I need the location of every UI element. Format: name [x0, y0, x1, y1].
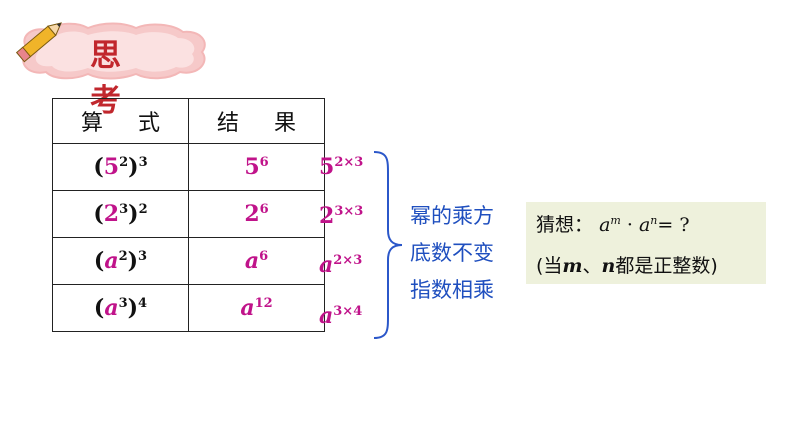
result-cell: a12 [188, 284, 325, 332]
expression-cell: (a3)4 [52, 284, 189, 332]
rule-line-1: 幂的乘方 [410, 204, 494, 228]
expression-cell: (23)2 [52, 190, 189, 238]
expansion-a-2x3: a2×3 [319, 252, 363, 278]
rule-line-3: 指数相乘 [410, 278, 494, 302]
expansion-2-3x3: 23×3 [319, 203, 364, 229]
table-row: (a2)3 a6 [52, 237, 325, 285]
exponent-table: 算 式 结 果 (52)3 56 (23)2 26 (a2)3 a6 (a3)4… [52, 98, 325, 332]
result-cell: 26 [188, 190, 325, 238]
right-brace [373, 151, 403, 339]
expression-cell: (52)3 [52, 143, 189, 191]
expression-cell: (a2)3 [52, 237, 189, 285]
expansion-a-3x4: a3×4 [319, 303, 363, 329]
table-row: (a3)4 a12 [52, 284, 325, 332]
conjecture-condition: (当m、n都是正整数) [536, 255, 718, 277]
conjecture-formula: 猜想： am · an= ? [536, 214, 690, 236]
cloud-badge-shape [15, 22, 206, 80]
pencil-icon [15, 22, 62, 63]
header-expression: 算 式 [52, 98, 189, 144]
table-header-row: 算 式 结 果 [52, 98, 325, 144]
header-result: 结 果 [188, 98, 325, 144]
section-badge: 思 考 [8, 20, 213, 119]
table-row: (23)2 26 [52, 190, 325, 238]
rule-line-2: 底数不变 [410, 241, 494, 265]
result-cell: a6 [188, 237, 325, 285]
conjecture-box: 猜想： am · an= ? (当m、n都是正整数) [526, 202, 766, 284]
table-row: (52)3 56 [52, 143, 325, 191]
result-cell: 56 [188, 143, 325, 191]
expansion-5-2x3: 52×3 [319, 154, 364, 180]
